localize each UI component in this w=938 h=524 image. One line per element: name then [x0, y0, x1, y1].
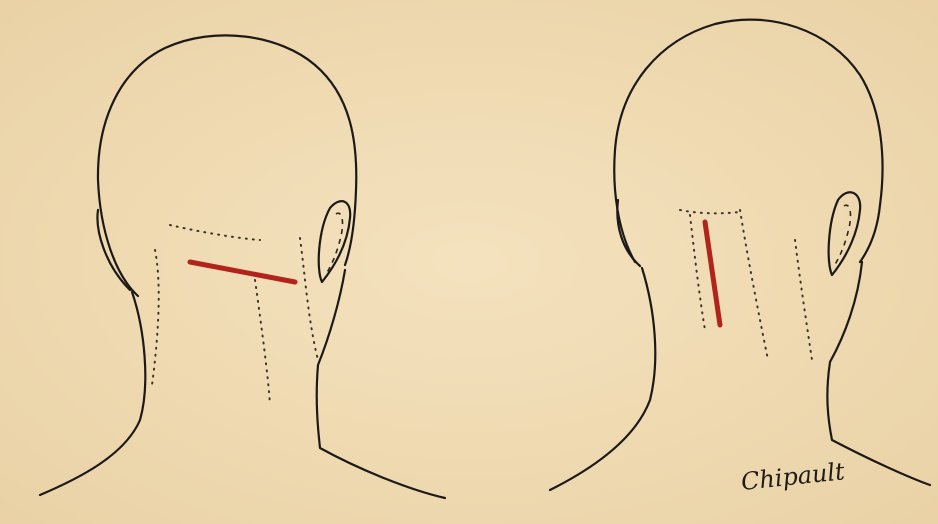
illustration-svg: Chipault	[0, 0, 938, 524]
illustration-canvas: Chipault	[0, 0, 938, 524]
